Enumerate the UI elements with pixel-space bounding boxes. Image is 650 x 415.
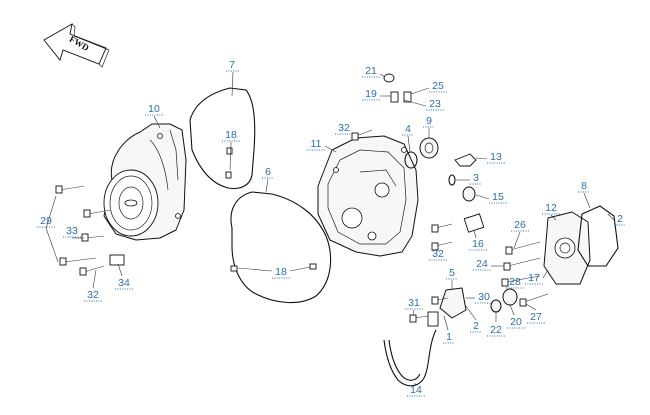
left-crankcase-cover bbox=[103, 123, 187, 241]
callout-11: 11 bbox=[311, 138, 322, 150]
callout-10: 10 bbox=[148, 103, 160, 115]
callout-18-upper: 18 bbox=[225, 129, 237, 141]
water-pump-cover bbox=[543, 211, 591, 285]
callout-27: 27 bbox=[530, 311, 542, 323]
callout-14: 14 bbox=[410, 384, 422, 396]
callout-6: 6 bbox=[265, 166, 271, 178]
callout-20: 20 bbox=[510, 316, 522, 328]
dowel-pins bbox=[225, 147, 317, 272]
callout-17: 17 bbox=[528, 272, 540, 284]
callout-32-right: 32 bbox=[432, 248, 444, 260]
callout-7: 7 bbox=[229, 59, 235, 71]
left-cover-gasket bbox=[189, 87, 256, 190]
callout-30: 30 bbox=[478, 291, 490, 303]
callout-21: 21 bbox=[365, 65, 377, 77]
callout-25: 25 bbox=[432, 80, 444, 92]
callout-33: 33 bbox=[66, 225, 78, 237]
callout-9: 9 bbox=[426, 115, 432, 127]
callout-12: 12 bbox=[545, 202, 557, 214]
callout-24: 24 bbox=[476, 258, 488, 270]
callout-1: 1 bbox=[446, 331, 452, 343]
callout-18-lower: 18 bbox=[275, 266, 287, 278]
callout-3: 3 bbox=[473, 172, 479, 184]
callout-8: 8 bbox=[581, 180, 587, 192]
callout-13: 13 bbox=[490, 151, 502, 163]
callout-29: 29 bbox=[40, 215, 52, 227]
forward-direction-arrow: FWD bbox=[43, 23, 110, 68]
callout-23: 23 bbox=[429, 98, 441, 110]
coolant-hose bbox=[383, 329, 437, 387]
callout-32-middle: 32 bbox=[338, 122, 350, 134]
callout-34: 34 bbox=[118, 277, 130, 289]
callouts: 7 10 18 6 29 33 32 34 18 21 19 25 23 32 … bbox=[37, 59, 626, 397]
clutch-cover bbox=[317, 135, 419, 257]
callout-2-lower: 2 bbox=[473, 320, 479, 332]
callout-31: 31 bbox=[408, 297, 420, 309]
water-pump-gasket bbox=[577, 205, 619, 267]
callout-4: 4 bbox=[405, 123, 411, 135]
callout-26: 26 bbox=[514, 219, 526, 231]
callout-28: 28 bbox=[509, 276, 521, 288]
bolts bbox=[55, 129, 549, 323]
callout-22: 22 bbox=[490, 324, 502, 336]
clutch-cover-gasket bbox=[230, 191, 332, 304]
callout-5: 5 bbox=[449, 267, 455, 279]
callout-2-right: 2 bbox=[617, 213, 623, 225]
callout-15: 15 bbox=[492, 191, 504, 203]
callout-32-left: 32 bbox=[87, 289, 99, 301]
callout-16: 16 bbox=[472, 238, 484, 250]
callout-19: 19 bbox=[365, 88, 377, 100]
small-parts bbox=[109, 73, 518, 327]
